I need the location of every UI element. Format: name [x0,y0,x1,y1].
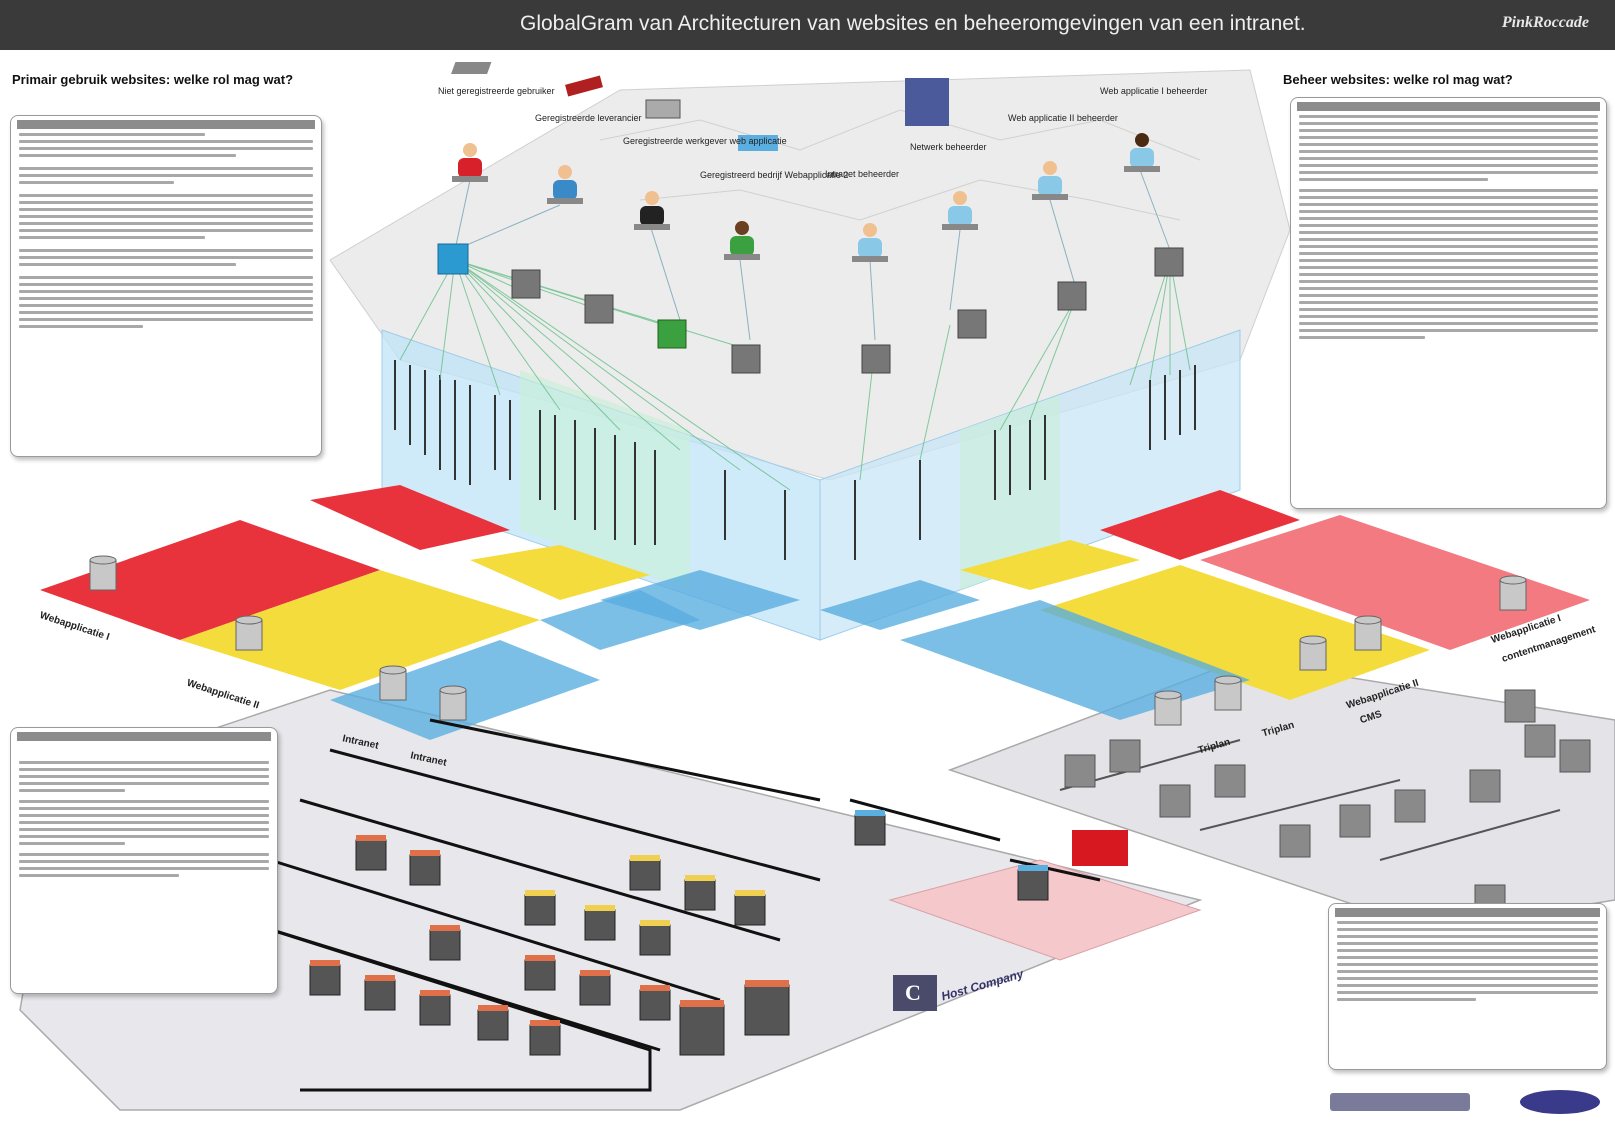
red-tag [1072,830,1128,866]
zone-web-r1 [1200,515,1590,650]
partner-logo [1520,1090,1600,1114]
label-web-app2-admin: Web applicatie II beheerder [1008,113,1118,123]
architecture-diagram: C [19,62,1615,1114]
label-network-admin: Netwerk beheerder [910,142,987,152]
zone-cms [900,600,1250,720]
unregistered-user-icon [451,62,492,74]
poster-title: GlobalGram van Architecturen van website… [520,12,1306,35]
servers [309,810,1049,1056]
info-panel-right-bottom [1328,903,1607,1070]
zone-web-r2 [1040,565,1430,700]
label-unregistered-user: Niet geregistreerde gebruiker [438,86,555,96]
company-icon [738,135,778,151]
label-registered-company: Geregistreerd bedrijf Webapplicatie 2 [700,170,849,180]
brand-logo: PinkRoccade [1501,14,1589,31]
zone-web1 [40,520,380,640]
title-bar: GlobalGram van Architecturen van website… [0,0,1615,50]
label-web-app-admin: Web applicatie I beheerder [1100,86,1208,96]
globalgram-logo [1330,1093,1470,1111]
info-panel-left-bottom [10,727,278,994]
label-intranet-admin: Intranet beheerder [825,169,900,179]
right-heading: Beheer websites: welke rol mag wat? [1283,72,1513,87]
vendor-icon [565,75,603,97]
svg-text:C: C [905,980,921,1005]
pink-zone [888,859,1202,961]
label-registered-vendor: Geregistreerde leverancier [535,113,642,123]
left-heading: Primair gebruik websites: welke rol mag … [12,72,294,87]
label-registered-employer: Geregistreerde werkgever web applicatie [623,136,787,146]
info-panel-right-top [1290,97,1607,509]
info-panel-left-top [10,115,322,457]
employer-icon [645,99,681,119]
people [452,133,1160,262]
zone-web2 [180,570,540,690]
building-icon [905,78,949,126]
